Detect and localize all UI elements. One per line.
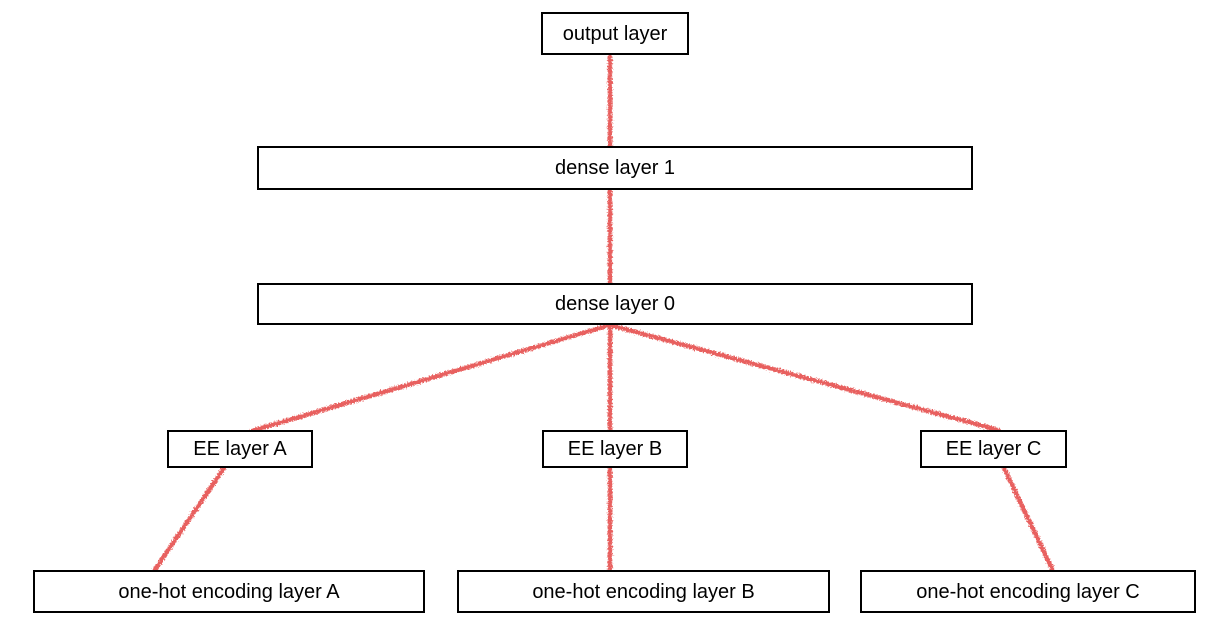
- edge-dense0-to-ee-c: [607, 322, 1001, 433]
- node-ee-layer-a: EE layer A: [167, 430, 313, 468]
- node-output-layer: output layer: [541, 12, 689, 55]
- node-one-hot-encoding-layer-b: one-hot encoding layer B: [457, 570, 830, 613]
- node-dense-layer-0: dense layer 0: [257, 283, 973, 325]
- edge-ee-a-to-onehot-a: [151, 465, 227, 574]
- node-one-hot-encoding-layer-c: one-hot encoding layer C: [860, 570, 1196, 613]
- edge-ee-c-to-onehot-c: [1001, 465, 1057, 576]
- node-ee-layer-c: EE layer C: [920, 430, 1067, 468]
- node-dense-layer-1: dense layer 1: [257, 146, 973, 190]
- node-one-hot-encoding-layer-a: one-hot encoding layer A: [33, 570, 425, 613]
- node-ee-layer-b: EE layer B: [542, 430, 688, 468]
- edge-dense0-to-ee-a: [249, 322, 613, 434]
